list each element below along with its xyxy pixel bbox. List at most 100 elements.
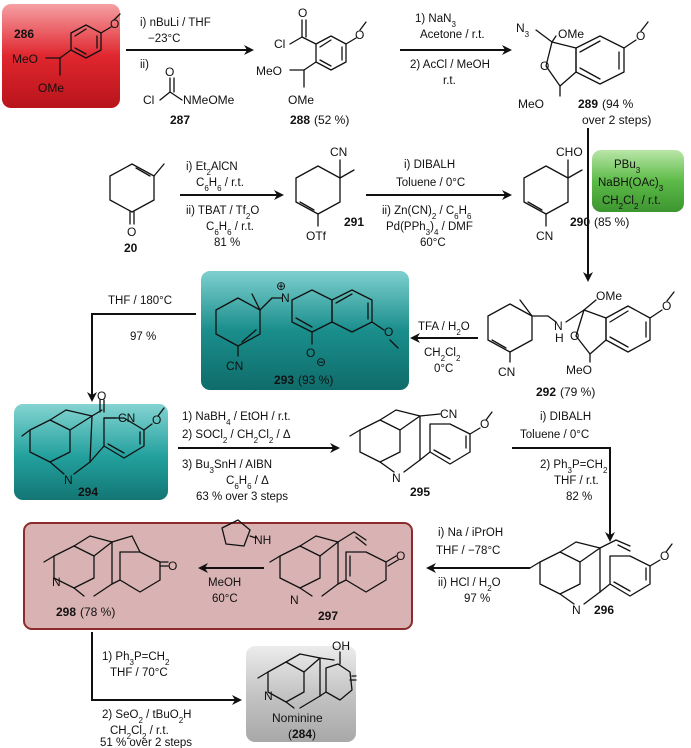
compound-288: Cl O O MeO OMe 288 (52 %) (256, 6, 367, 127)
svg-text:H: H (555, 331, 564, 345)
svg-text:MeOH: MeOH (208, 577, 241, 589)
svg-text:288: 288 (290, 113, 310, 127)
svg-text:ii) HCl / H2O: ii) HCl / H2O (438, 577, 501, 593)
reagents-step7: THF / 180°C 97 % (108, 295, 172, 343)
compound-291: CN OTf 291 (295, 145, 364, 243)
svg-text:O: O (97, 389, 106, 403)
svg-text:289: 289 (578, 97, 598, 111)
compound-289: N3 OMe O MeO O 289 (94 % over 2 steps) (516, 21, 651, 127)
svg-text:1) Ph3P=CH2: 1) Ph3P=CH2 (102, 651, 170, 667)
svg-text:CN: CN (536, 229, 553, 243)
svg-text:i) DIBALH: i) DIBALH (540, 411, 591, 423)
reagents-step4: i) DIBALH Toluene / 0°C ii) Zn(CN)2 / C6… (382, 159, 473, 249)
svg-text:O: O (384, 325, 393, 339)
svg-text:Cl: Cl (143, 93, 154, 107)
compound-286: 286 O MeO OMe (12, 13, 121, 95)
svg-text:O: O (570, 329, 579, 343)
svg-text:1) NaBH4 / EtOH / r.t.: 1) NaBH4 / EtOH / r.t. (182, 411, 291, 427)
svg-text:290: 290 (570, 215, 590, 229)
svg-text:CH2Cl2: CH2Cl2 (424, 347, 461, 363)
svg-text:N: N (281, 291, 290, 305)
compound-293: N ⊕ O O ⊖ CN 293 (93 %) (215, 279, 399, 387)
svg-text:293: 293 (274, 373, 294, 387)
svg-text:(284): (284) (288, 727, 316, 741)
svg-text:C6H6 / Δ: C6H6 / Δ (226, 475, 269, 491)
reagents-step5: PBu3 NaBH(OAc)3 CH2Cl2 / r.t. (598, 159, 664, 211)
svg-text:3) Bu3SnH / AIBN: 3) Bu3SnH / AIBN (182, 459, 272, 475)
box-reagent-pbu3 (592, 150, 684, 212)
svg-text:over 2 steps): over 2 steps) (582, 113, 651, 127)
svg-text:O: O (306, 346, 315, 360)
svg-text:2) Ph3P=CH2: 2) Ph3P=CH2 (540, 459, 608, 475)
compound-297: N O 297 (269, 531, 405, 623)
svg-text:THF / 180°C: THF / 180°C (108, 295, 172, 307)
svg-text:CHO: CHO (556, 145, 583, 159)
reagents-step10: i) Na / iPrOH THF / −78°C ii) HCl / H2O … (436, 527, 503, 605)
svg-text:2) SOCl2 / CH2Cl2 / Δ: 2) SOCl2 / CH2Cl2 / Δ (182, 429, 291, 445)
svg-text:298: 298 (56, 605, 76, 619)
svg-text:PBu3: PBu3 (614, 159, 641, 175)
svg-text:(78 %): (78 %) (80, 605, 115, 619)
svg-text:0°C: 0°C (434, 363, 453, 375)
arrow-step9 (512, 447, 615, 542)
svg-text:CH2Cl2 / r.t.: CH2Cl2 / r.t. (602, 195, 661, 211)
svg-text:2) AcCl / MeOH: 2) AcCl / MeOH (410, 59, 490, 71)
svg-text:N: N (64, 473, 73, 487)
svg-text:296: 296 (594, 603, 614, 617)
svg-text:MeO: MeO (256, 64, 282, 78)
compound-290: CHO CN 290 (85 %) (523, 145, 629, 243)
svg-text:OMe: OMe (38, 81, 64, 95)
svg-text:82 %: 82 % (566, 491, 592, 503)
svg-text:O: O (662, 299, 671, 313)
svg-text:⊖: ⊖ (316, 355, 326, 369)
svg-text:−23°C: −23°C (148, 33, 180, 45)
svg-text:N: N (572, 603, 581, 617)
svg-text:CN: CN (498, 365, 515, 379)
svg-text:i) DIBALH: i) DIBALH (404, 159, 455, 171)
compound-295: N CN O 295 (349, 407, 493, 499)
svg-text:OMe: OMe (288, 93, 314, 107)
box-293 (201, 271, 409, 390)
box-298-297 (23, 522, 413, 630)
svg-text:(85 %): (85 %) (594, 215, 629, 229)
svg-text:CN: CN (330, 145, 347, 159)
svg-text:Toluene / 0°C: Toluene / 0°C (520, 429, 589, 441)
svg-text:O: O (165, 65, 174, 79)
svg-text:MeO: MeO (518, 97, 544, 111)
box-286 (2, 4, 120, 108)
svg-text:60°C: 60°C (212, 593, 238, 605)
svg-text:O: O (540, 59, 549, 73)
compound-296: N O 296 (529, 539, 673, 617)
svg-text:ii) Zn(CN)2 / C6H6: ii) Zn(CN)2 / C6H6 (382, 205, 472, 221)
svg-text:MeO: MeO (566, 363, 592, 377)
reagents-step8: 1) NaBH4 / EtOH / r.t. 2) SOCl2 / CH2Cl2… (182, 411, 291, 503)
svg-text:(93 %): (93 %) (298, 373, 333, 387)
compound-298: N O 298 (78 %) (43, 535, 177, 619)
svg-text:O: O (660, 549, 669, 563)
svg-text:N: N (554, 319, 563, 333)
svg-text:OMe: OMe (558, 27, 584, 41)
svg-text:60°C: 60°C (420, 237, 446, 249)
svg-text:NH: NH (254, 533, 271, 547)
svg-text:N: N (392, 471, 401, 485)
svg-text:(52 %): (52 %) (314, 113, 349, 127)
svg-text:51 % over 2 steps: 51 % over 2 steps (100, 737, 192, 748)
svg-text:295: 295 (410, 485, 430, 499)
svg-text:⊕: ⊕ (276, 279, 286, 293)
svg-text:O: O (168, 559, 177, 573)
compound-294: N O CN O 294 (21, 389, 165, 499)
reagents-step3: i) Et2AlCN C6H6 / r.t. ii) TBAT / Tf2O C… (186, 161, 259, 249)
svg-text:THF / −78°C: THF / −78°C (436, 545, 500, 557)
svg-text:r.t.: r.t. (443, 75, 456, 87)
svg-text:(79 %): (79 %) (560, 385, 595, 399)
svg-text:OH: OH (332, 639, 350, 653)
svg-text:O: O (636, 29, 645, 43)
svg-text:287: 287 (170, 113, 190, 127)
svg-text:i) Et2AlCN: i) Et2AlCN (186, 161, 238, 177)
svg-text:i) nBuLi / THF: i) nBuLi / THF (140, 17, 211, 29)
reagents-step9: i) DIBALH Toluene / 0°C 2) Ph3P=CH2 THF … (520, 411, 608, 503)
arrow-step12 (91, 632, 242, 705)
svg-text:CN: CN (226, 359, 243, 373)
svg-text:Cl: Cl (274, 37, 285, 51)
